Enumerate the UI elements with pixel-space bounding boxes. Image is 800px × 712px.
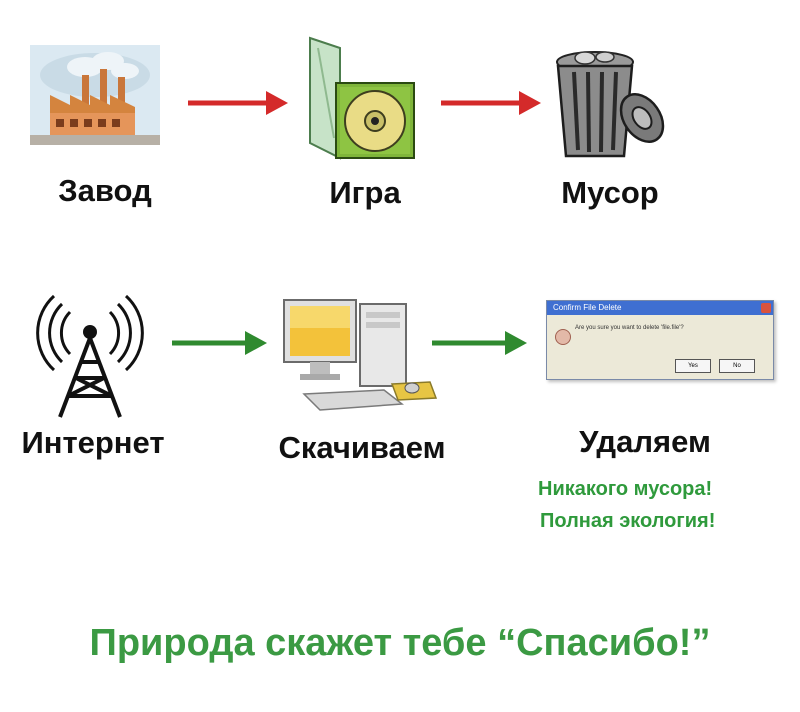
arrow-icon <box>172 328 267 358</box>
label-internet: Интернет <box>0 425 188 461</box>
computer-icon <box>280 298 440 418</box>
close-icon <box>761 303 771 313</box>
factory-icon <box>30 45 160 145</box>
dialog-warning-icon <box>555 329 571 345</box>
dialog-yes-button[interactable]: Yes <box>675 359 711 373</box>
arrow-icon <box>432 328 527 358</box>
label-download: Скачиваем <box>262 430 462 466</box>
trash-bin-icon <box>550 48 670 163</box>
delete-dialog-icon: Confirm File Delete Are you sure you wan… <box>546 300 774 380</box>
radio-tower-icon <box>30 292 150 422</box>
dialog-message: Are you sure you want to delete 'file.fi… <box>575 325 684 331</box>
arrow-icon <box>188 88 288 118</box>
label-factory: Завод <box>40 173 170 209</box>
slogan: Природа скажет тебе “Спасибо!” <box>0 622 800 665</box>
note-no-trash: Никакого мусора! <box>538 478 712 501</box>
dialog-title: Confirm File Delete <box>553 303 621 312</box>
label-game: Игра <box>305 175 425 211</box>
label-trash: Мусор <box>540 175 680 211</box>
arrow-icon <box>441 88 541 118</box>
dialog-titlebar: Confirm File Delete <box>547 301 773 315</box>
dialog-no-button[interactable]: No <box>719 359 755 373</box>
note-full-ecology: Полная экология! <box>540 510 715 533</box>
game-disc-case-icon <box>300 38 420 163</box>
label-delete: Удаляем <box>560 424 730 460</box>
